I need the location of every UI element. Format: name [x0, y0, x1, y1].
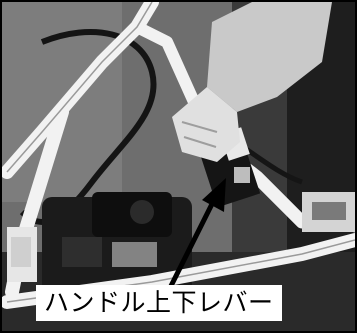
pointer-arrow-icon [164, 178, 226, 296]
operator-hand-icon [172, 2, 332, 162]
lever-caption: ハンドル上下レバー [36, 285, 282, 321]
tiller-handle-photo [2, 2, 355, 331]
